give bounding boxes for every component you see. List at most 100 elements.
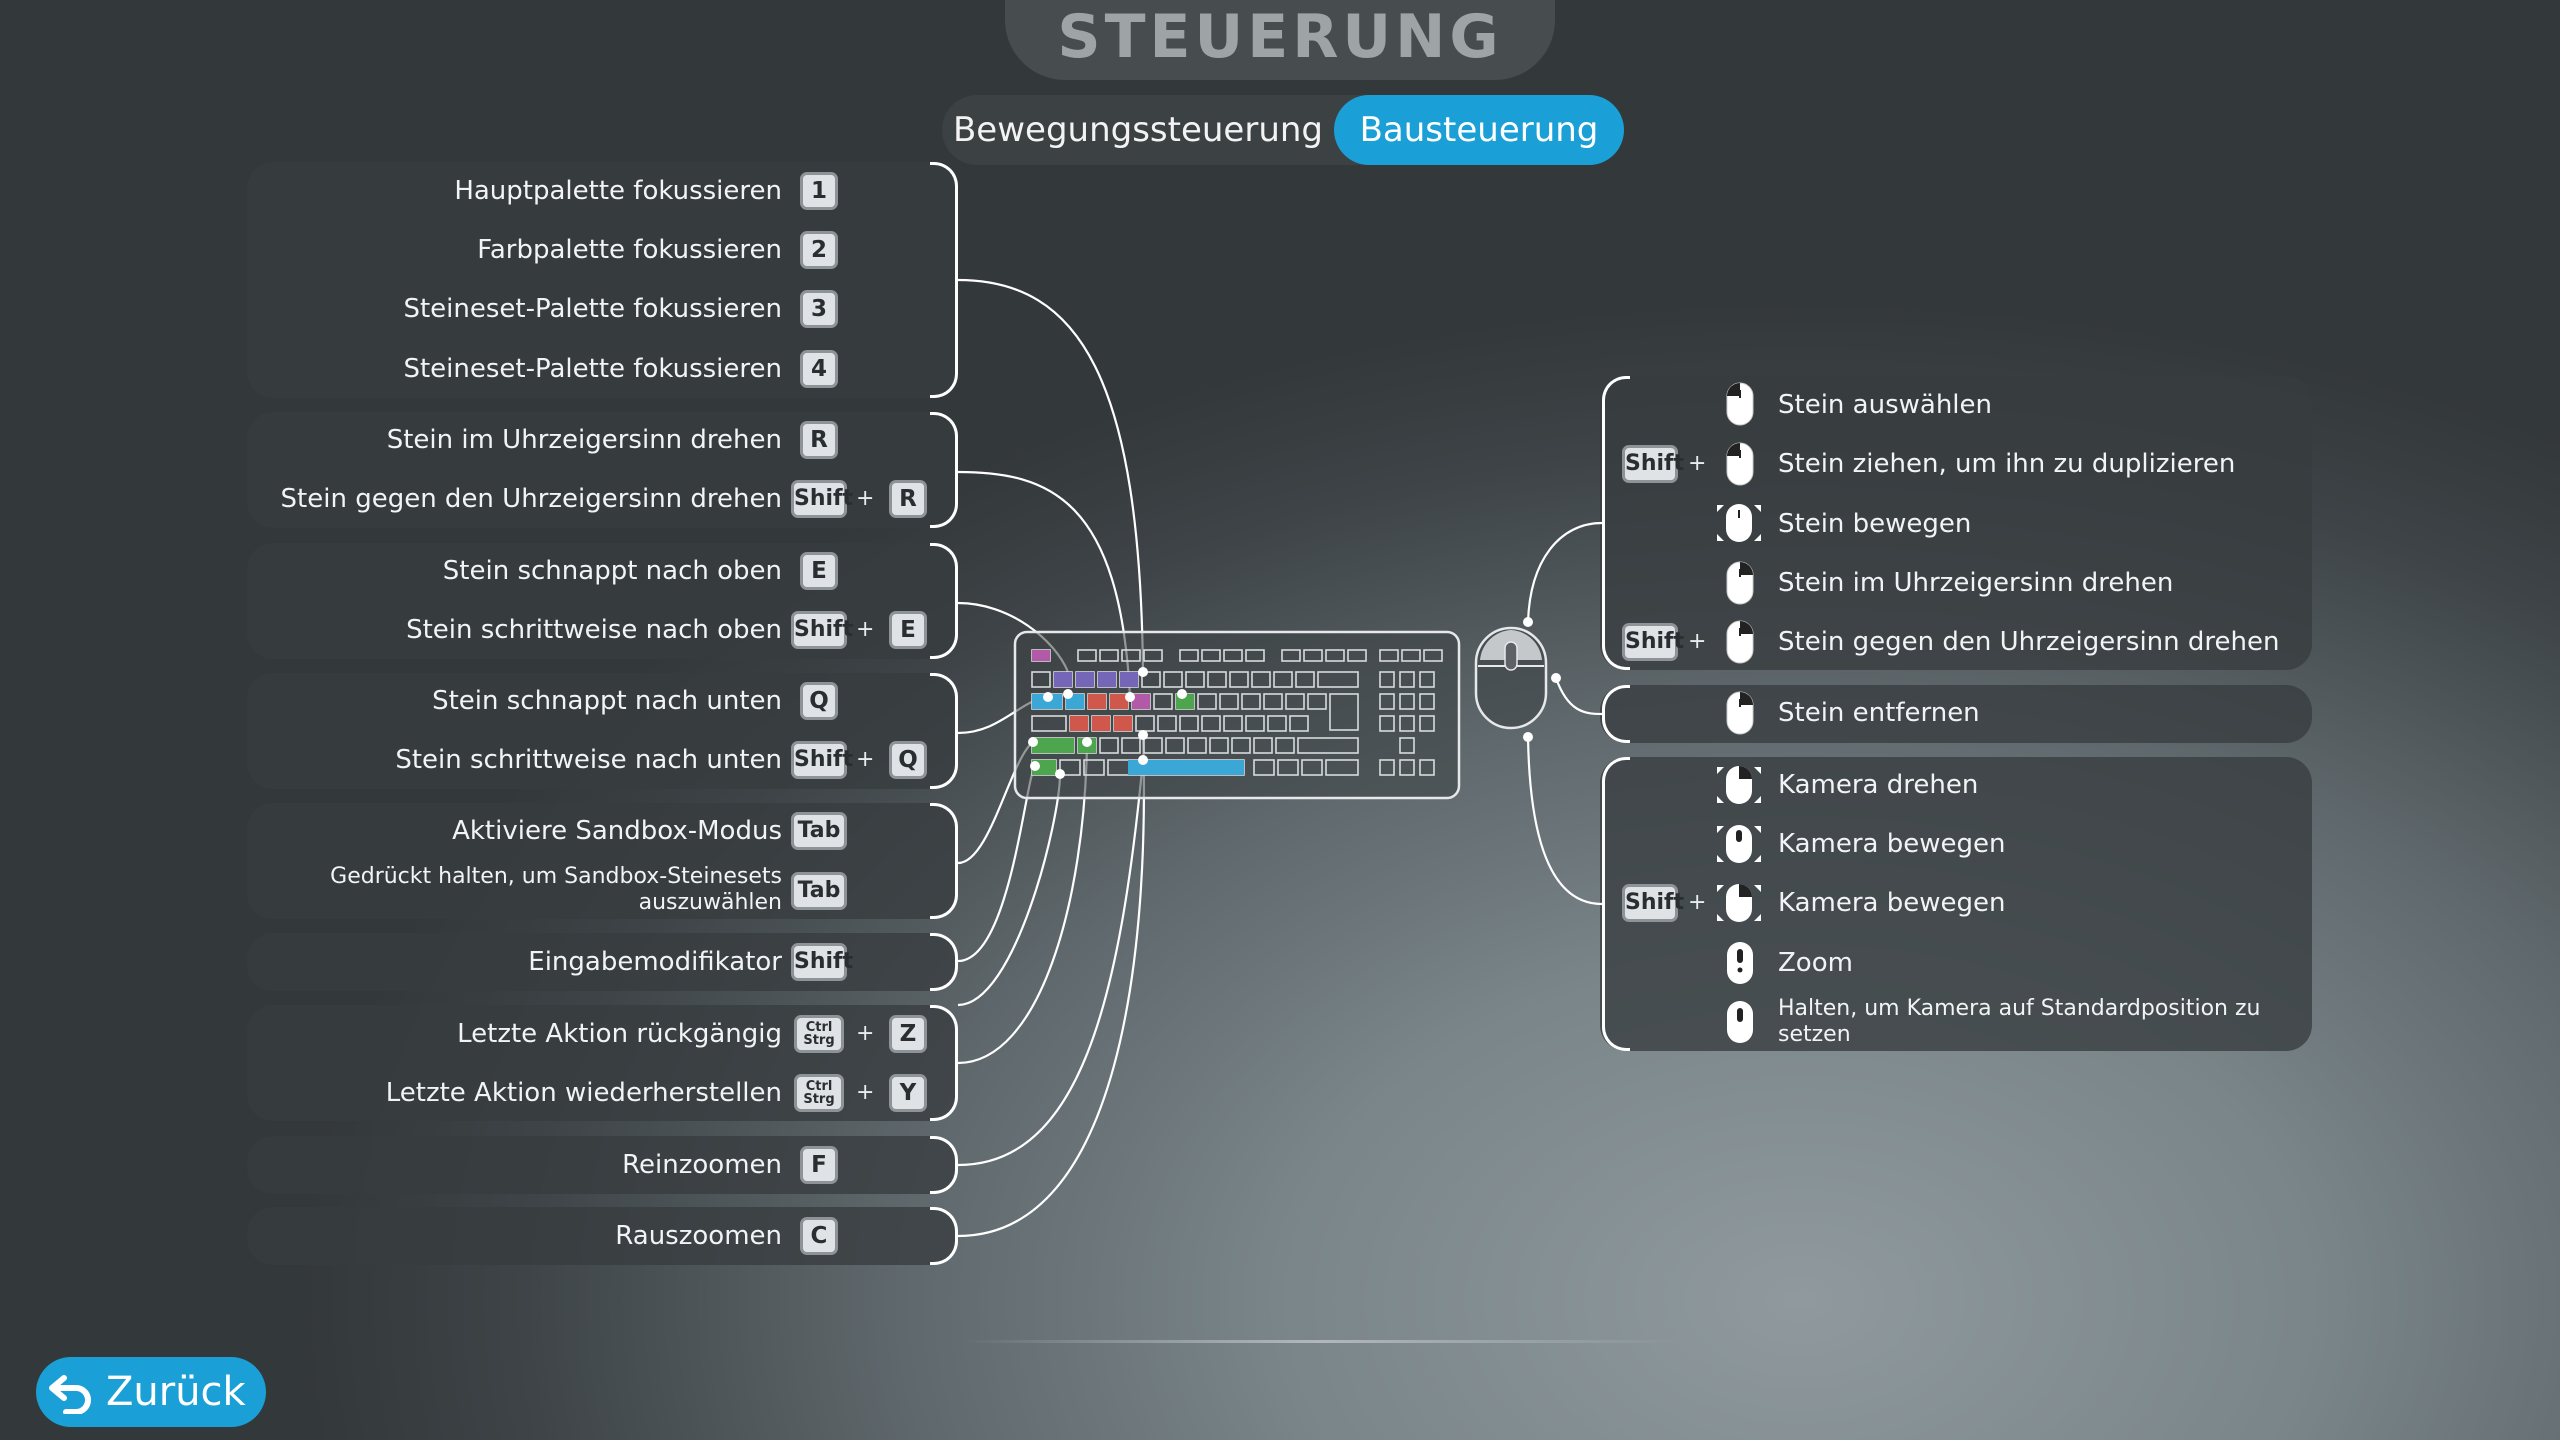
right-group-camera	[1600, 757, 2312, 1051]
key-cap: Tab	[791, 812, 847, 850]
undo-arrow-icon	[49, 1375, 91, 1414]
connector-lines	[957, 278, 1603, 1238]
modifier-key-cap: Shift	[1622, 623, 1684, 661]
keyboard-icon	[1013, 617, 1561, 800]
mouse-move-icon	[1717, 766, 1761, 804]
tab-movement-controls[interactable]: Bewegungssteuerung	[952, 110, 1324, 150]
bracket	[930, 543, 958, 659]
shortcut-label: Gedrückt halten, um Sandbox-Steinesets	[330, 864, 782, 889]
shortcut-label: Hauptpalette fokussieren	[454, 176, 782, 206]
mouse-left-click-icon	[1726, 442, 1754, 486]
shortcut-row: Stein schnappt nach oben	[250, 546, 782, 596]
mouse-right-click-icon	[1726, 691, 1754, 735]
shortcut-label: Aktiviere Sandbox-Modus	[452, 816, 782, 846]
shortcut-label: auszuwählen	[638, 890, 782, 915]
mouse-left-click-icon	[1726, 382, 1754, 426]
shortcut-label: Stein im Uhrzeigersinn drehen	[386, 425, 782, 455]
shortcut-label: Rauszoomen	[615, 1221, 782, 1251]
key-cap: 1	[800, 172, 838, 210]
shortcut-label: setzen	[1778, 1022, 1851, 1047]
plus-sign: +	[1688, 451, 1707, 476]
shortcut-label: Stein ziehen, um ihn zu duplizieren	[1778, 449, 2236, 479]
title-plate	[1005, 0, 1555, 80]
shortcut-label: Halten, um Kamera auf Standardposition z…	[1778, 996, 2261, 1021]
key-cap: 2	[800, 231, 838, 269]
bracket	[930, 162, 958, 398]
key-cap: C	[800, 1217, 838, 1255]
shortcut-row: Stein schrittweise nach unten	[250, 735, 782, 785]
mouse-move-icon	[1717, 884, 1761, 922]
key-cap: F	[800, 1146, 838, 1184]
plus-sign: +	[1688, 890, 1707, 915]
shortcut-row: Rauszoomen	[250, 1211, 782, 1261]
shortcut-label: Stein schrittweise nach unten	[395, 745, 782, 775]
shortcut-row: Steineset-Palette fokussieren	[250, 344, 782, 394]
shortcut-label: Eingabemodifikator	[528, 947, 782, 977]
shortcut-label: Stein schrittweise nach oben	[406, 615, 782, 645]
shortcut-row: Stein im Uhrzeigersinn drehen	[250, 415, 782, 465]
mouse-move-icon	[1717, 825, 1761, 863]
bracket	[930, 1005, 958, 1121]
modifier-key-cap: Shift	[1622, 445, 1684, 483]
key-cap: Q	[889, 741, 927, 779]
shortcut-label: Zoom	[1778, 948, 1853, 978]
key-cap: R	[800, 421, 838, 459]
shortcut-label: Steineset-Palette fokussieren	[403, 354, 782, 384]
key-cap: 4	[800, 350, 838, 388]
shortcut-label: Steineset-Palette fokussieren	[403, 294, 782, 324]
right-group-stone	[1600, 376, 2312, 670]
plus-sign: +	[856, 1021, 875, 1046]
shortcut-label: Kamera drehen	[1778, 770, 1979, 800]
plus-sign: +	[856, 747, 875, 772]
back-button-label: Zurück	[106, 1369, 246, 1415]
mouse-wheel-icon	[1727, 942, 1753, 984]
shortcut-label: Farbpalette fokussieren	[477, 235, 782, 265]
plus-sign: +	[856, 1080, 875, 1105]
shortcut-row: Stein gegen den Uhrzeigersinn drehen	[250, 474, 782, 524]
page-title: STEUERUNG	[1057, 2, 1503, 72]
key-cap: E	[889, 611, 927, 649]
shortcut-row: Gedrückt halten, um Sandbox-Steinesets a…	[250, 864, 782, 916]
shortcut-label: Letzte Aktion wiederherstellen	[385, 1078, 782, 1108]
shortcut-label: Stein entfernen	[1778, 698, 1980, 728]
key-cap: Y	[889, 1074, 927, 1112]
shortcut-row: Letzte Aktion wiederherstellen	[250, 1068, 782, 1118]
back-button[interactable]: Zurück	[36, 1357, 266, 1427]
bracket	[930, 803, 958, 919]
key-cap: Z	[889, 1015, 927, 1053]
shortcut-label: Kamera bewegen	[1778, 888, 2006, 918]
mouse-diagram-icon	[1474, 626, 1548, 730]
shortcut-label: Stein gegen den Uhrzeigersinn drehen	[1778, 627, 2280, 657]
plus-sign: +	[856, 617, 875, 642]
shortcut-label: Stein schnappt nach oben	[442, 556, 782, 586]
shortcut-row: Stein schrittweise nach oben	[250, 605, 782, 655]
tab-building-controls[interactable]: Bausteuerung	[1334, 95, 1624, 165]
key-cap: 3	[800, 290, 838, 328]
left-group-zoom-out	[247, 1207, 957, 1265]
plus-sign: +	[1688, 629, 1707, 654]
shortcut-row: Eingabemodifikator	[250, 937, 782, 987]
shortcut-label: Stein gegen den Uhrzeigersinn drehen	[280, 484, 782, 514]
bracket	[930, 933, 958, 991]
modifier-key-cap: Shift	[791, 741, 853, 779]
shortcut-label: Stein schnappt nach unten	[432, 686, 782, 716]
bracket	[930, 673, 958, 789]
shortcut-row: Stein schnappt nach unten	[250, 676, 782, 726]
shortcut-label: Letzte Aktion rückgängig	[457, 1019, 782, 1049]
shortcut-label: Stein im Uhrzeigersinn drehen	[1778, 568, 2174, 598]
plus-sign: +	[856, 486, 875, 511]
right-group-remove	[1600, 685, 2312, 743]
shortcut-row: Farbpalette fokussieren	[250, 225, 782, 275]
shortcut-row: Reinzoomen	[250, 1140, 782, 1190]
left-group-palettes	[247, 162, 957, 398]
key-cap: Shift	[791, 943, 853, 981]
mouse-move-icon	[1717, 504, 1761, 542]
key-cap: Tab	[791, 872, 847, 910]
shortcut-label: Reinzoomen	[622, 1150, 782, 1180]
shortcut-row: Steineset-Palette fokussieren	[250, 284, 782, 334]
left-group-zoom-in	[247, 1136, 957, 1194]
shortcut-label: Stein auswählen	[1778, 390, 1992, 420]
bracket	[930, 412, 958, 528]
